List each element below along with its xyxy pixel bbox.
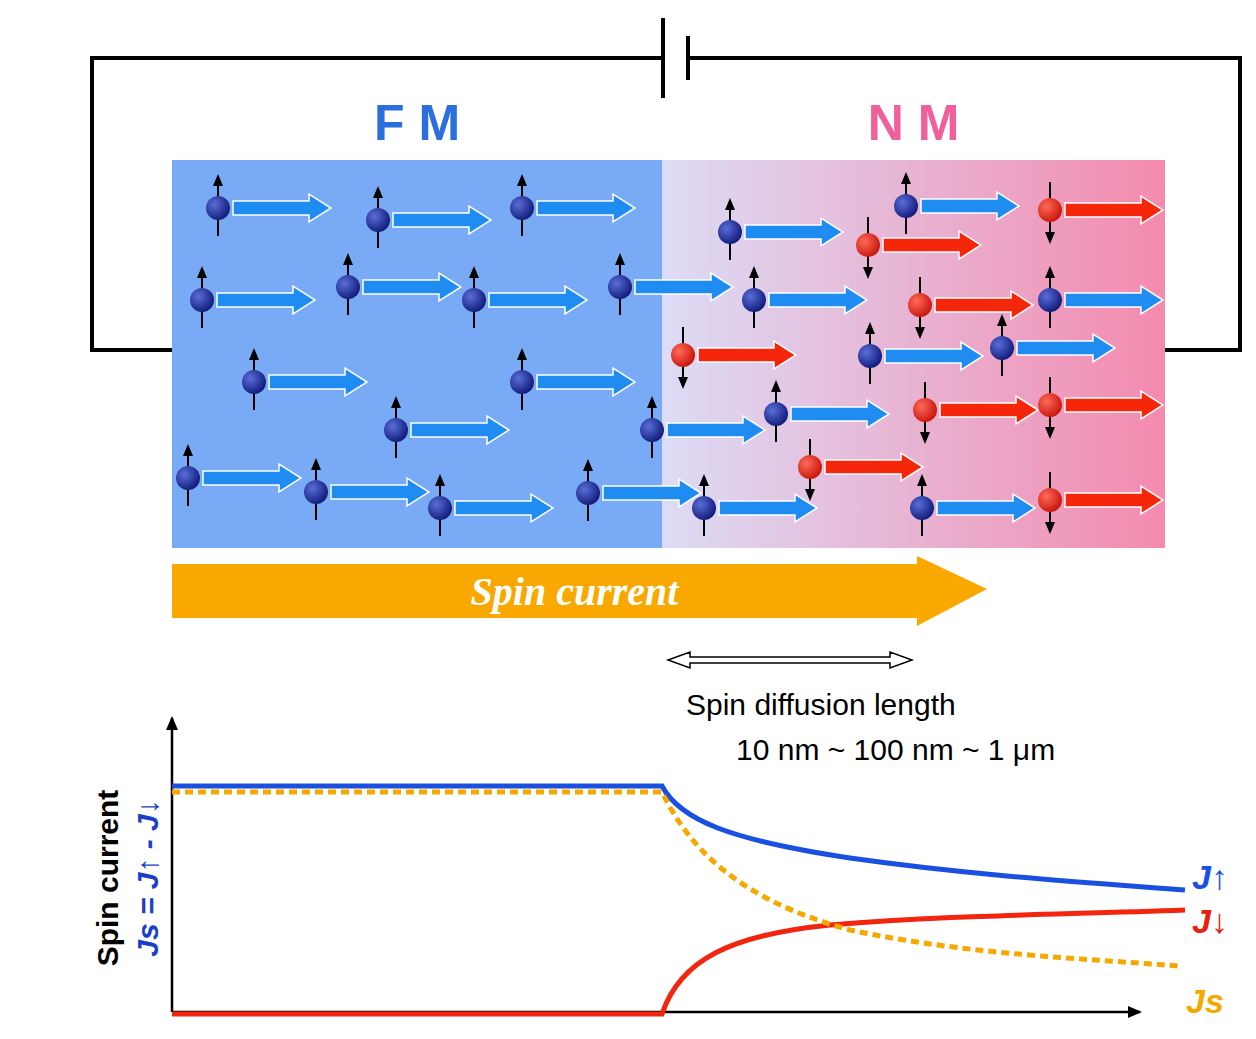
spin-down-curve — [172, 910, 1185, 1014]
curve-label: J↓ — [1192, 902, 1228, 941]
material-region: F M — [172, 160, 662, 548]
region-heading: F M — [374, 94, 460, 152]
axis-label: Spin current — [91, 790, 125, 967]
curve-label: Js — [1186, 982, 1224, 1021]
spin-up-curve — [172, 786, 1185, 890]
region-heading: N M — [868, 94, 960, 152]
spin-current-curve — [172, 792, 1178, 966]
length-arrow — [668, 652, 912, 668]
axis-formula: Js = J↑ - J↓ — [131, 799, 165, 957]
material-region: N M — [662, 160, 1165, 548]
dimension-label: Spin diffusion length — [686, 688, 956, 722]
spin-current-arrow: Spin current — [172, 556, 987, 626]
curve-label: J↑ — [1192, 858, 1228, 897]
y-axis — [171, 718, 174, 1012]
dimension-value: 10 nm ~ 100 nm ~ 1 μm — [736, 733, 1055, 767]
arrow-label: Spin current — [471, 568, 679, 615]
